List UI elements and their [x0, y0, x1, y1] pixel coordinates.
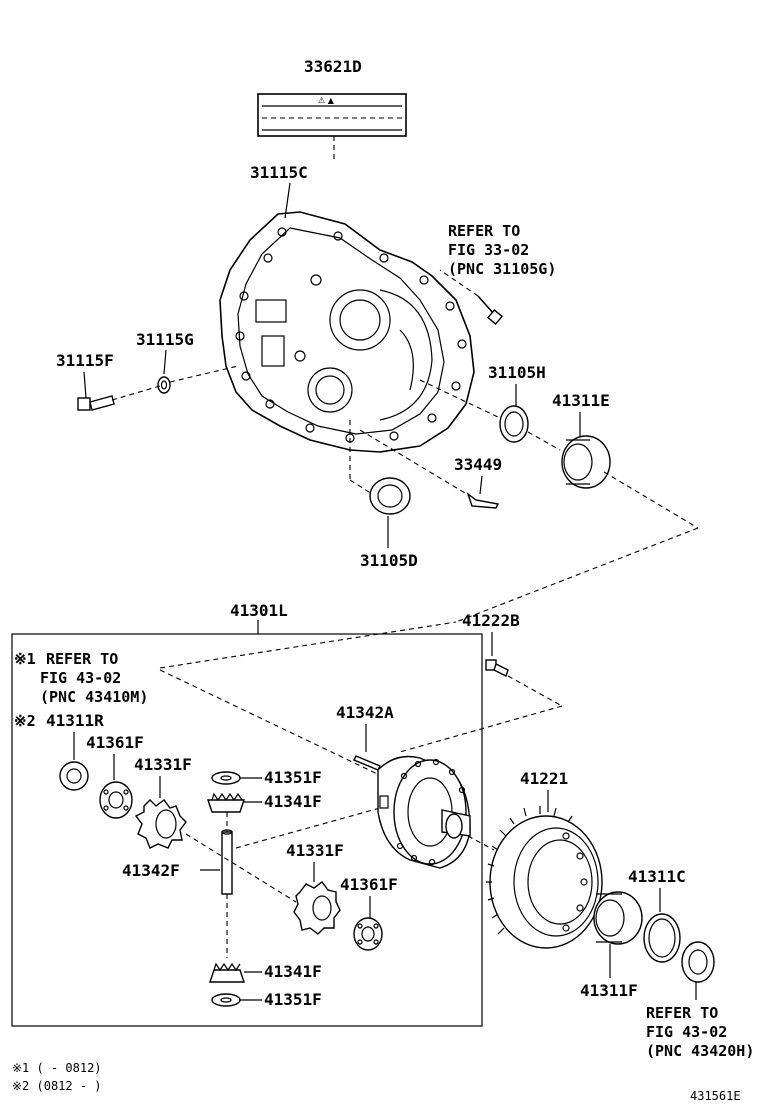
ring-gear-41221: [486, 806, 603, 949]
mark-2: ※2: [14, 712, 36, 730]
caution-label-part: ⚠ ▲: [257, 93, 407, 137]
refer-note-43-02a-line2: FIG 43-02: [40, 669, 121, 687]
label-41351F-a: 41351F: [264, 768, 322, 787]
assembly-box-41301L: [11, 633, 483, 1027]
label-41351F-b: 41351F: [264, 990, 322, 1009]
label-41311C: 41311C: [628, 867, 686, 886]
label-31105H: 31105H: [488, 363, 546, 382]
bolt-31115F: [77, 395, 115, 411]
pinion-gear-41341F-b: [209, 962, 245, 983]
case-bolt-right: [477, 295, 504, 326]
bearing-41311F: [593, 891, 643, 945]
bearing-41311E: [561, 435, 611, 489]
refer-note-43-02a-line1: REFER TO: [46, 650, 118, 668]
thrust-washer-41361F-b: [353, 917, 383, 951]
label-41301L: 41301L: [230, 601, 288, 620]
differential-case: [377, 755, 471, 869]
washer-31115G: [157, 376, 171, 394]
refer-note-33-02-line1: REFER TO: [448, 222, 520, 240]
label-41361F-b: 41361F: [340, 875, 398, 894]
oil-seal-31105D: [369, 477, 411, 515]
part-33449: [466, 492, 500, 509]
label-33449: 33449: [454, 455, 502, 474]
pinion-washer-41351F-a: [211, 771, 241, 785]
label-41311R: 41311R: [46, 711, 104, 730]
refer-note-43-02b-line3: (PNC 43420H): [646, 1042, 754, 1060]
pinion-shaft-41342F: [221, 829, 233, 895]
svg-text:⚠ ▲: ⚠ ▲: [318, 96, 335, 105]
footnote-2: ※2 (0812 - ): [12, 1079, 102, 1093]
label-41221: 41221: [520, 769, 568, 788]
figure-id: 431561E: [690, 1089, 741, 1103]
label-41341F-b: 41341F: [264, 962, 322, 981]
side-gear-41331F-a: [134, 799, 187, 849]
label-41222B: 41222B: [462, 611, 520, 630]
refer-note-43-02b-line1: REFER TO: [646, 1004, 718, 1022]
label-31115F: 31115F: [56, 351, 114, 370]
label-31115G: 31115G: [136, 330, 194, 349]
mark-1: ※1: [14, 650, 36, 668]
oil-seal-31105H: [499, 405, 529, 443]
label-41311F: 41311F: [580, 981, 638, 1000]
refer-note-33-02-line3: (PNC 31105G): [448, 260, 556, 278]
label-31105D: 31105D: [360, 551, 418, 570]
bearing-race-41311C: [643, 913, 681, 963]
label-41341F-a: 41341F: [264, 792, 322, 811]
pinion-washer-41351F-b: [211, 993, 241, 1007]
label-41311E: 41311E: [552, 391, 610, 410]
label-41361F-a: 41361F: [86, 733, 144, 752]
label-31115C: 31115C: [250, 163, 308, 182]
pin-41342A: [353, 755, 381, 771]
label-33621D: 33621D: [304, 57, 362, 76]
oil-seal-right: [681, 941, 715, 983]
refer-note-33-02-line2: FIG 33-02: [448, 241, 529, 259]
thrust-washer-41361F-a: [99, 781, 133, 819]
pinion-gear-41341F-a: [207, 792, 245, 813]
side-gear-41331F-b: [293, 881, 341, 935]
label-41342F: 41342F: [122, 861, 180, 880]
label-41331F-b: 41331F: [286, 841, 344, 860]
bolt-41222B: [485, 659, 509, 677]
refer-note-43-02a-line3: (PNC 43410M): [40, 688, 148, 706]
label-41331F-a: 41331F: [134, 755, 192, 774]
footnote-1: ※1 ( - 0812): [12, 1061, 102, 1075]
transaxle-case: [219, 211, 475, 453]
bearing-41311R: [59, 761, 89, 791]
label-41342A: 41342A: [336, 703, 394, 722]
refer-note-43-02b-line2: FIG 43-02: [646, 1023, 727, 1041]
